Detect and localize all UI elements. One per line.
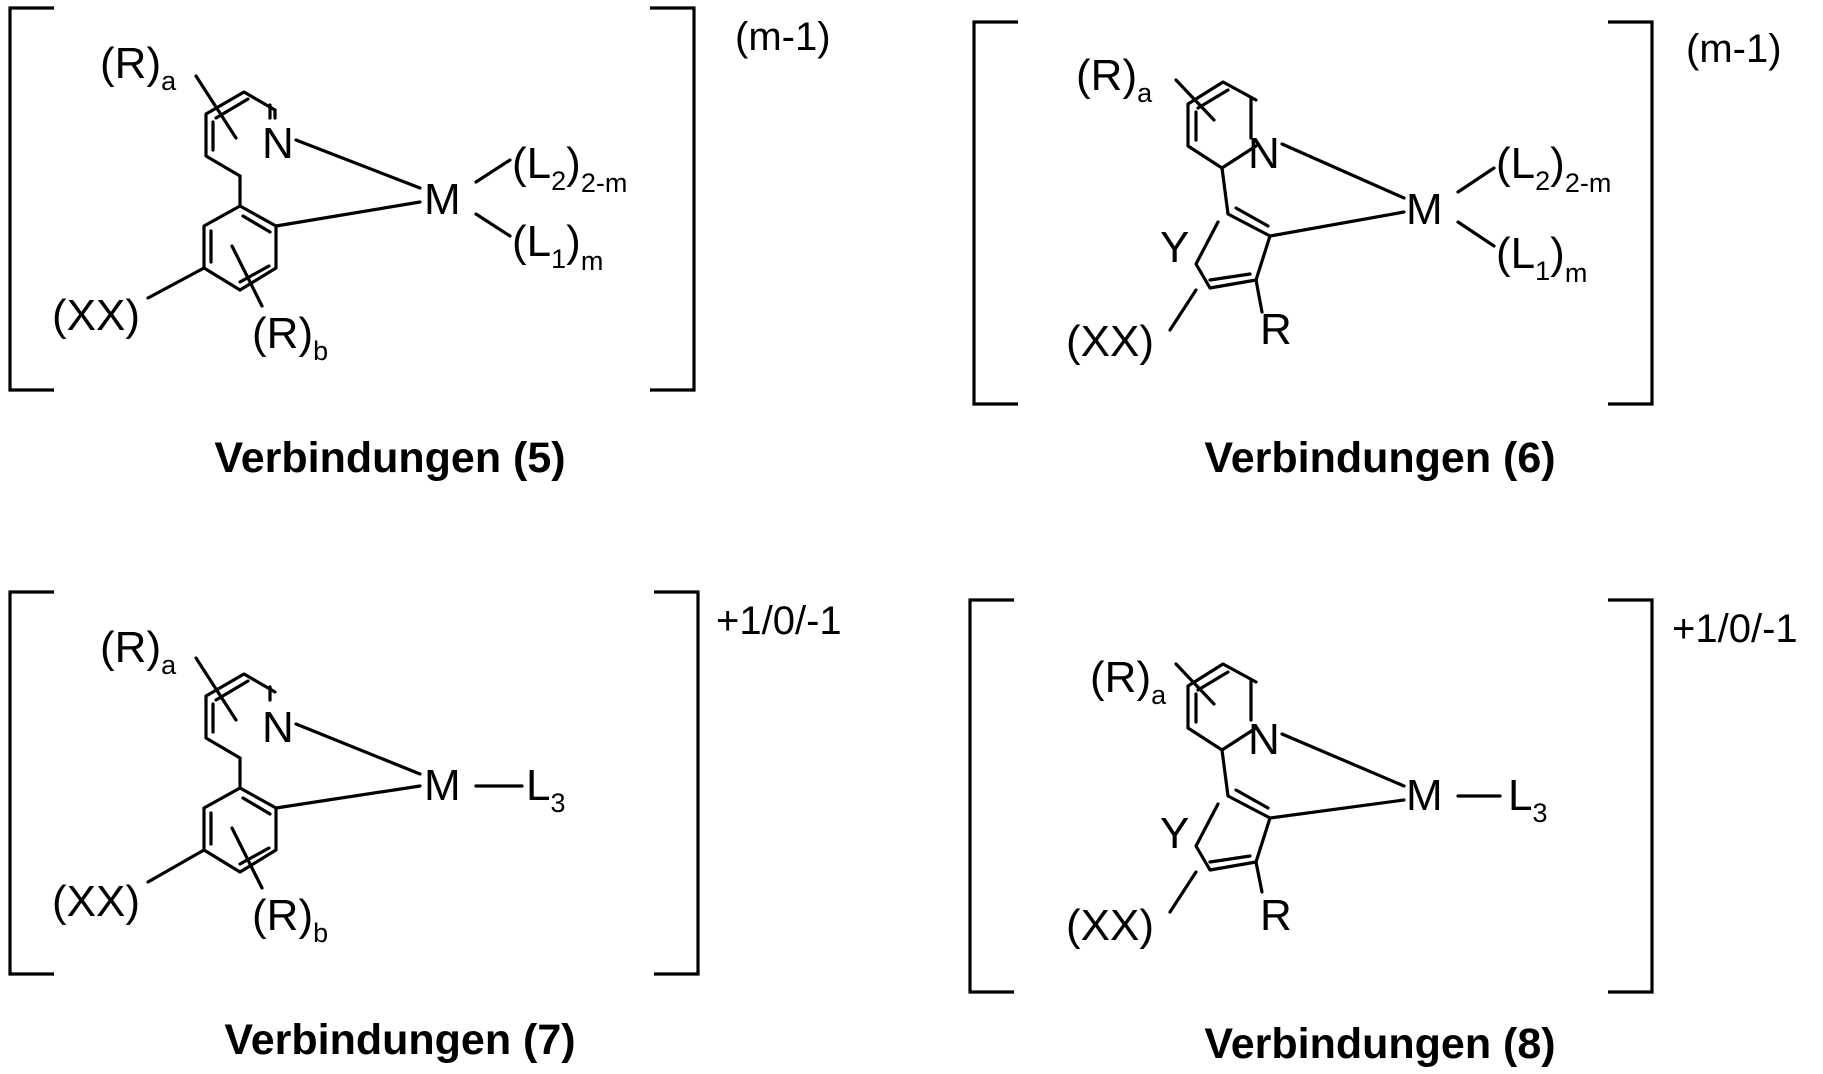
xx-label: (XX) — [52, 291, 140, 340]
pyridine-ring — [1188, 82, 1256, 168]
r-a-label: (R)a — [1090, 653, 1167, 710]
left-bracket — [970, 600, 1014, 992]
charge-label: (m-1) — [1686, 27, 1782, 71]
ligand-l1-label: (L1)m — [1496, 229, 1587, 288]
xx-label: (XX) — [1066, 901, 1154, 950]
coordination-bonds — [1270, 144, 1494, 246]
compound-7: +1/0/-1 (R)a N M L3 (XX) (R)b Verbindung… — [10, 592, 842, 1064]
nitrogen-label: N — [1248, 715, 1280, 764]
five-membered-ring — [1196, 168, 1270, 288]
right-bracket — [1608, 22, 1652, 404]
metal-label: M — [424, 761, 461, 810]
ligand-l2-label: (L2)2-m — [1496, 139, 1611, 198]
nitrogen-label: N — [262, 703, 294, 752]
r-b-label: (R)b — [252, 309, 328, 366]
xx-label: (XX) — [1066, 317, 1154, 366]
five-membered-ring — [1196, 750, 1270, 870]
metal-label: M — [1406, 771, 1443, 820]
substituent-bonds — [1170, 664, 1262, 912]
substituent-bonds — [148, 76, 262, 306]
right-bracket — [1608, 600, 1652, 992]
compound-6: (m-1) (R)a N M (L2)2-m (L1)m Y (XX) R Ve… — [974, 22, 1782, 482]
charge-label: +1/0/-1 — [716, 599, 842, 643]
ligand-l1-label: (L1)m — [512, 217, 603, 276]
ligand-l2-label: (L2)2-m — [512, 139, 627, 198]
nitrogen-label: N — [1248, 129, 1280, 178]
y-label: Y — [1160, 809, 1189, 858]
coordination-bonds — [1270, 734, 1500, 818]
phenyl-ring — [204, 176, 276, 290]
substituent-bonds — [1170, 80, 1262, 330]
coordination-bonds — [276, 724, 522, 808]
nitrogen-label: N — [262, 119, 294, 168]
r-label: R — [1260, 305, 1292, 354]
metal-label: M — [1406, 185, 1443, 234]
r-a-label: (R)a — [1076, 51, 1153, 108]
compound-5: (m-1) (R)a N M (L2)2-m (L1)m (XX) (R)b — [10, 8, 831, 482]
compound-caption: Verbindungen (5) — [214, 434, 565, 482]
coordination-bonds — [276, 140, 510, 236]
left-bracket — [10, 592, 54, 974]
right-bracket — [654, 592, 698, 974]
metal-label: M — [424, 175, 461, 224]
xx-label: (XX) — [52, 877, 140, 926]
ligand-l3-label: L3 — [1508, 771, 1548, 828]
r-label: R — [1260, 891, 1292, 940]
substituent-bonds — [148, 658, 262, 888]
compound-caption: Verbindungen (8) — [1204, 1020, 1555, 1068]
r-a-label: (R)a — [100, 39, 177, 96]
right-bracket — [650, 8, 694, 390]
ligand-l3-label: L3 — [526, 761, 566, 818]
r-a-label: (R)a — [100, 623, 177, 680]
compound-caption: Verbindungen (7) — [224, 1016, 575, 1064]
compound-caption: Verbindungen (6) — [1204, 434, 1555, 482]
left-bracket — [10, 8, 54, 390]
compound-8: +1/0/-1 (R)a N M L3 Y (XX) R Verbindunge… — [970, 600, 1798, 1068]
r-b-label: (R)b — [252, 891, 328, 948]
left-bracket — [974, 22, 1018, 404]
y-label: Y — [1160, 223, 1189, 272]
charge-label: (m-1) — [735, 15, 831, 59]
pyridine-ring — [1188, 664, 1256, 750]
charge-label: +1/0/-1 — [1672, 607, 1798, 651]
phenyl-ring — [204, 758, 276, 872]
